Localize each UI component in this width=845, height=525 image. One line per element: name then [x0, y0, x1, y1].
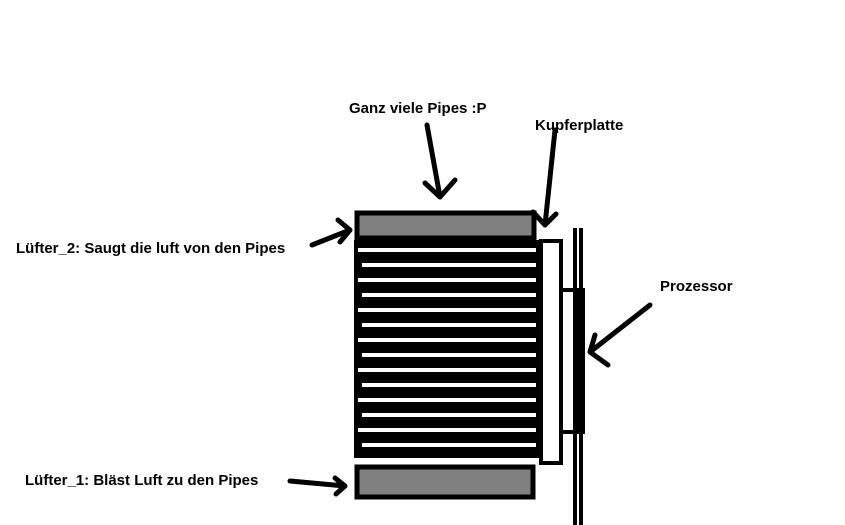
label-fan2: Lüfter_2: Saugt die luft von den Pipes [16, 240, 285, 257]
fin-gap [358, 338, 536, 342]
fin-gap [358, 368, 536, 372]
label-copper-plate: Kupferplatte [535, 117, 623, 134]
label-fan1: Lüfter_1: Bläst Luft zu den Pipes [25, 472, 258, 489]
arrow-pipes [422, 122, 458, 200]
arrow-copper-plate [530, 127, 559, 228]
processor [577, 290, 585, 432]
fin-gap [362, 353, 536, 357]
arrow-fan1 [287, 475, 348, 497]
fin-gap [362, 413, 536, 417]
fin-gap [358, 428, 536, 432]
mainboard-line-left [573, 228, 577, 525]
fin-gap [362, 293, 536, 297]
fin-gap [358, 248, 536, 252]
copper-plate [539, 239, 563, 465]
label-processor: Prozessor [660, 278, 733, 295]
fin-gap [362, 263, 536, 267]
heatsink-fins [354, 240, 540, 458]
fan-2 [354, 210, 537, 241]
fin-gap [362, 383, 536, 387]
fan-1 [354, 464, 536, 500]
arrow-fan2 [309, 217, 353, 248]
processor-top [563, 288, 585, 292]
label-pipes: Ganz viele Pipes :P [349, 100, 487, 117]
fin-gap [358, 278, 536, 282]
fin-gap [362, 443, 536, 447]
processor-bottom [563, 430, 585, 434]
fin-gap [362, 323, 536, 327]
arrow-processor [587, 302, 653, 368]
fin-gap [358, 398, 536, 402]
fin-gap [358, 308, 536, 312]
